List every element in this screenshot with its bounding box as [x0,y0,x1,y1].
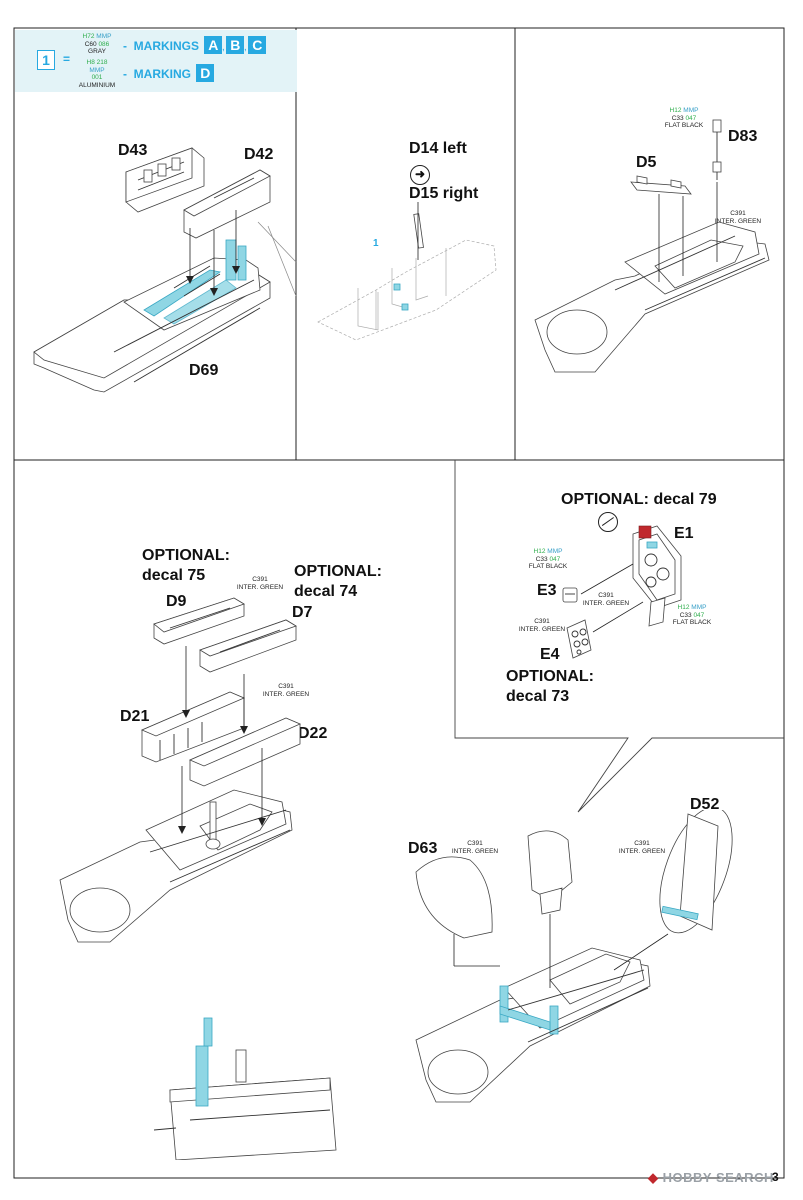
part-label-e1: E1 [674,525,694,542]
paint-note-inter-green-4: C391 INTER. GREEN [236,576,284,591]
part-d63 [415,856,493,939]
side-view-drawing [153,1017,337,1160]
legend-row1-paint: H72 MMP C60 086 GRAY [82,33,112,55]
assembly-arrows-4 [178,646,266,834]
part-d83 [712,119,722,180]
arrow-circle-icon: ➜ [410,165,430,185]
optional-decal-75-line1: OPTIONAL: [142,547,230,564]
part-label-d42: D42 [244,146,274,163]
paint-note-flat-black-2: H12 MMP C33 047 FLAT BLACK [528,548,568,570]
cockpit-assembly-drawing-1 [33,147,271,393]
part-label-d52: D52 [690,796,720,813]
marking-badge-a: A [204,36,223,54]
part-label-d14: D14 left [409,140,467,157]
assembly-arrows-1 [186,210,240,296]
marking-badge-b: B [226,36,245,54]
no-glue-icon [598,512,618,532]
optional-decal-73-line1: OPTIONAL: [506,668,594,685]
cockpit-assembly-drawing-5 [415,810,733,1103]
legend-equals: = [63,52,71,66]
assembly-arrows-5 [453,914,669,988]
optional-decal-74-line1: OPTIONAL: [294,563,382,580]
part-label-d5: D5 [636,154,657,171]
assembly-arrows-3 [658,182,718,282]
part-label-d21: D21 [120,708,150,725]
cockpit-assembly-drawing-2 [317,202,497,341]
paint-note-inter-green-3: C391 INTER. GREEN [518,618,566,633]
part-e4 [566,619,592,659]
highlight-parts [393,283,409,311]
step-number: 1 [42,52,50,68]
part-label-e4: E4 [540,646,560,663]
cockpit-tub-outline [317,239,497,341]
cockpit-tub-5 [415,947,651,1103]
part-d7 [199,619,297,673]
optional-decal-73-line2: decal 73 [506,688,570,705]
page-number: 3 [772,1170,779,1184]
instrument-panel-drawing [562,525,682,659]
part-d69 [33,239,271,393]
paint-legend: 1 = H72 MMP C60 086 GRAY - MARKINGS A,B,… [15,30,297,92]
marking-badge-c: C [248,36,267,54]
legend-row1-markings: - MARKINGS A,B,C [123,36,267,54]
watermark-logo-icon: ◆ [648,1170,659,1185]
cockpit-tub-4 [59,789,293,943]
part-label-d63: D63 [408,840,438,857]
part-d42 [183,169,271,239]
part-label-d83: D83 [728,128,758,145]
part-label-d22: D22 [298,725,328,742]
cockpit-assembly-drawing-4 [59,597,302,943]
cockpit-assembly-drawing-3 [534,119,770,373]
part-d43 [125,147,205,213]
legend-row2-marking: - MARKING D [123,64,215,82]
marking-badge-d: D [196,64,215,82]
paint-note-flat-black-3: H12 MMP C33 047 FLAT BLACK [672,604,712,626]
part-label-d43: D43 [118,142,148,159]
part-label-d9: D9 [166,593,187,610]
paint-note-inter-green-2: C391 INTER. GREEN [582,592,630,607]
part-d22 [188,717,302,787]
part-label-e3: E3 [537,582,557,599]
optional-decal-75-line2: decal 75 [142,567,206,584]
step-ref-number: 1 [373,238,379,249]
part-label-d69: D69 [189,362,219,379]
paint-note-flat-black-1: H12 MMP C33 047 FLAT BLACK [664,107,704,129]
paint-note-inter-green-1: C391 INTER. GREEN [714,210,762,225]
paint-note-inter-green-6: C391 INTER. GREEN [451,840,499,855]
part-d52 [659,810,733,934]
cockpit-tub [534,221,770,373]
part-e3 [562,587,578,603]
optional-decal-79: OPTIONAL: decal 79 [561,491,717,508]
legend-row2-paint: H8 218 MMP 001 ALUMINIUM [78,59,116,89]
part-label-d7: D7 [292,604,313,621]
part-d5 [630,175,692,195]
seat [527,830,573,915]
step-number-box: 1 [37,50,55,70]
paint-note-inter-green-5: C391 INTER. GREEN [262,683,310,698]
part-e1 [632,525,682,627]
optional-decal-74-line2: decal 74 [294,583,358,600]
watermark: ◆ HOBBY SEARCH [648,1170,774,1185]
part-d14-stick [413,213,424,249]
paint-note-inter-green-7: C391 INTER. GREEN [618,840,666,855]
part-label-d15: D15 right [409,185,479,202]
part-d9 [153,597,245,645]
